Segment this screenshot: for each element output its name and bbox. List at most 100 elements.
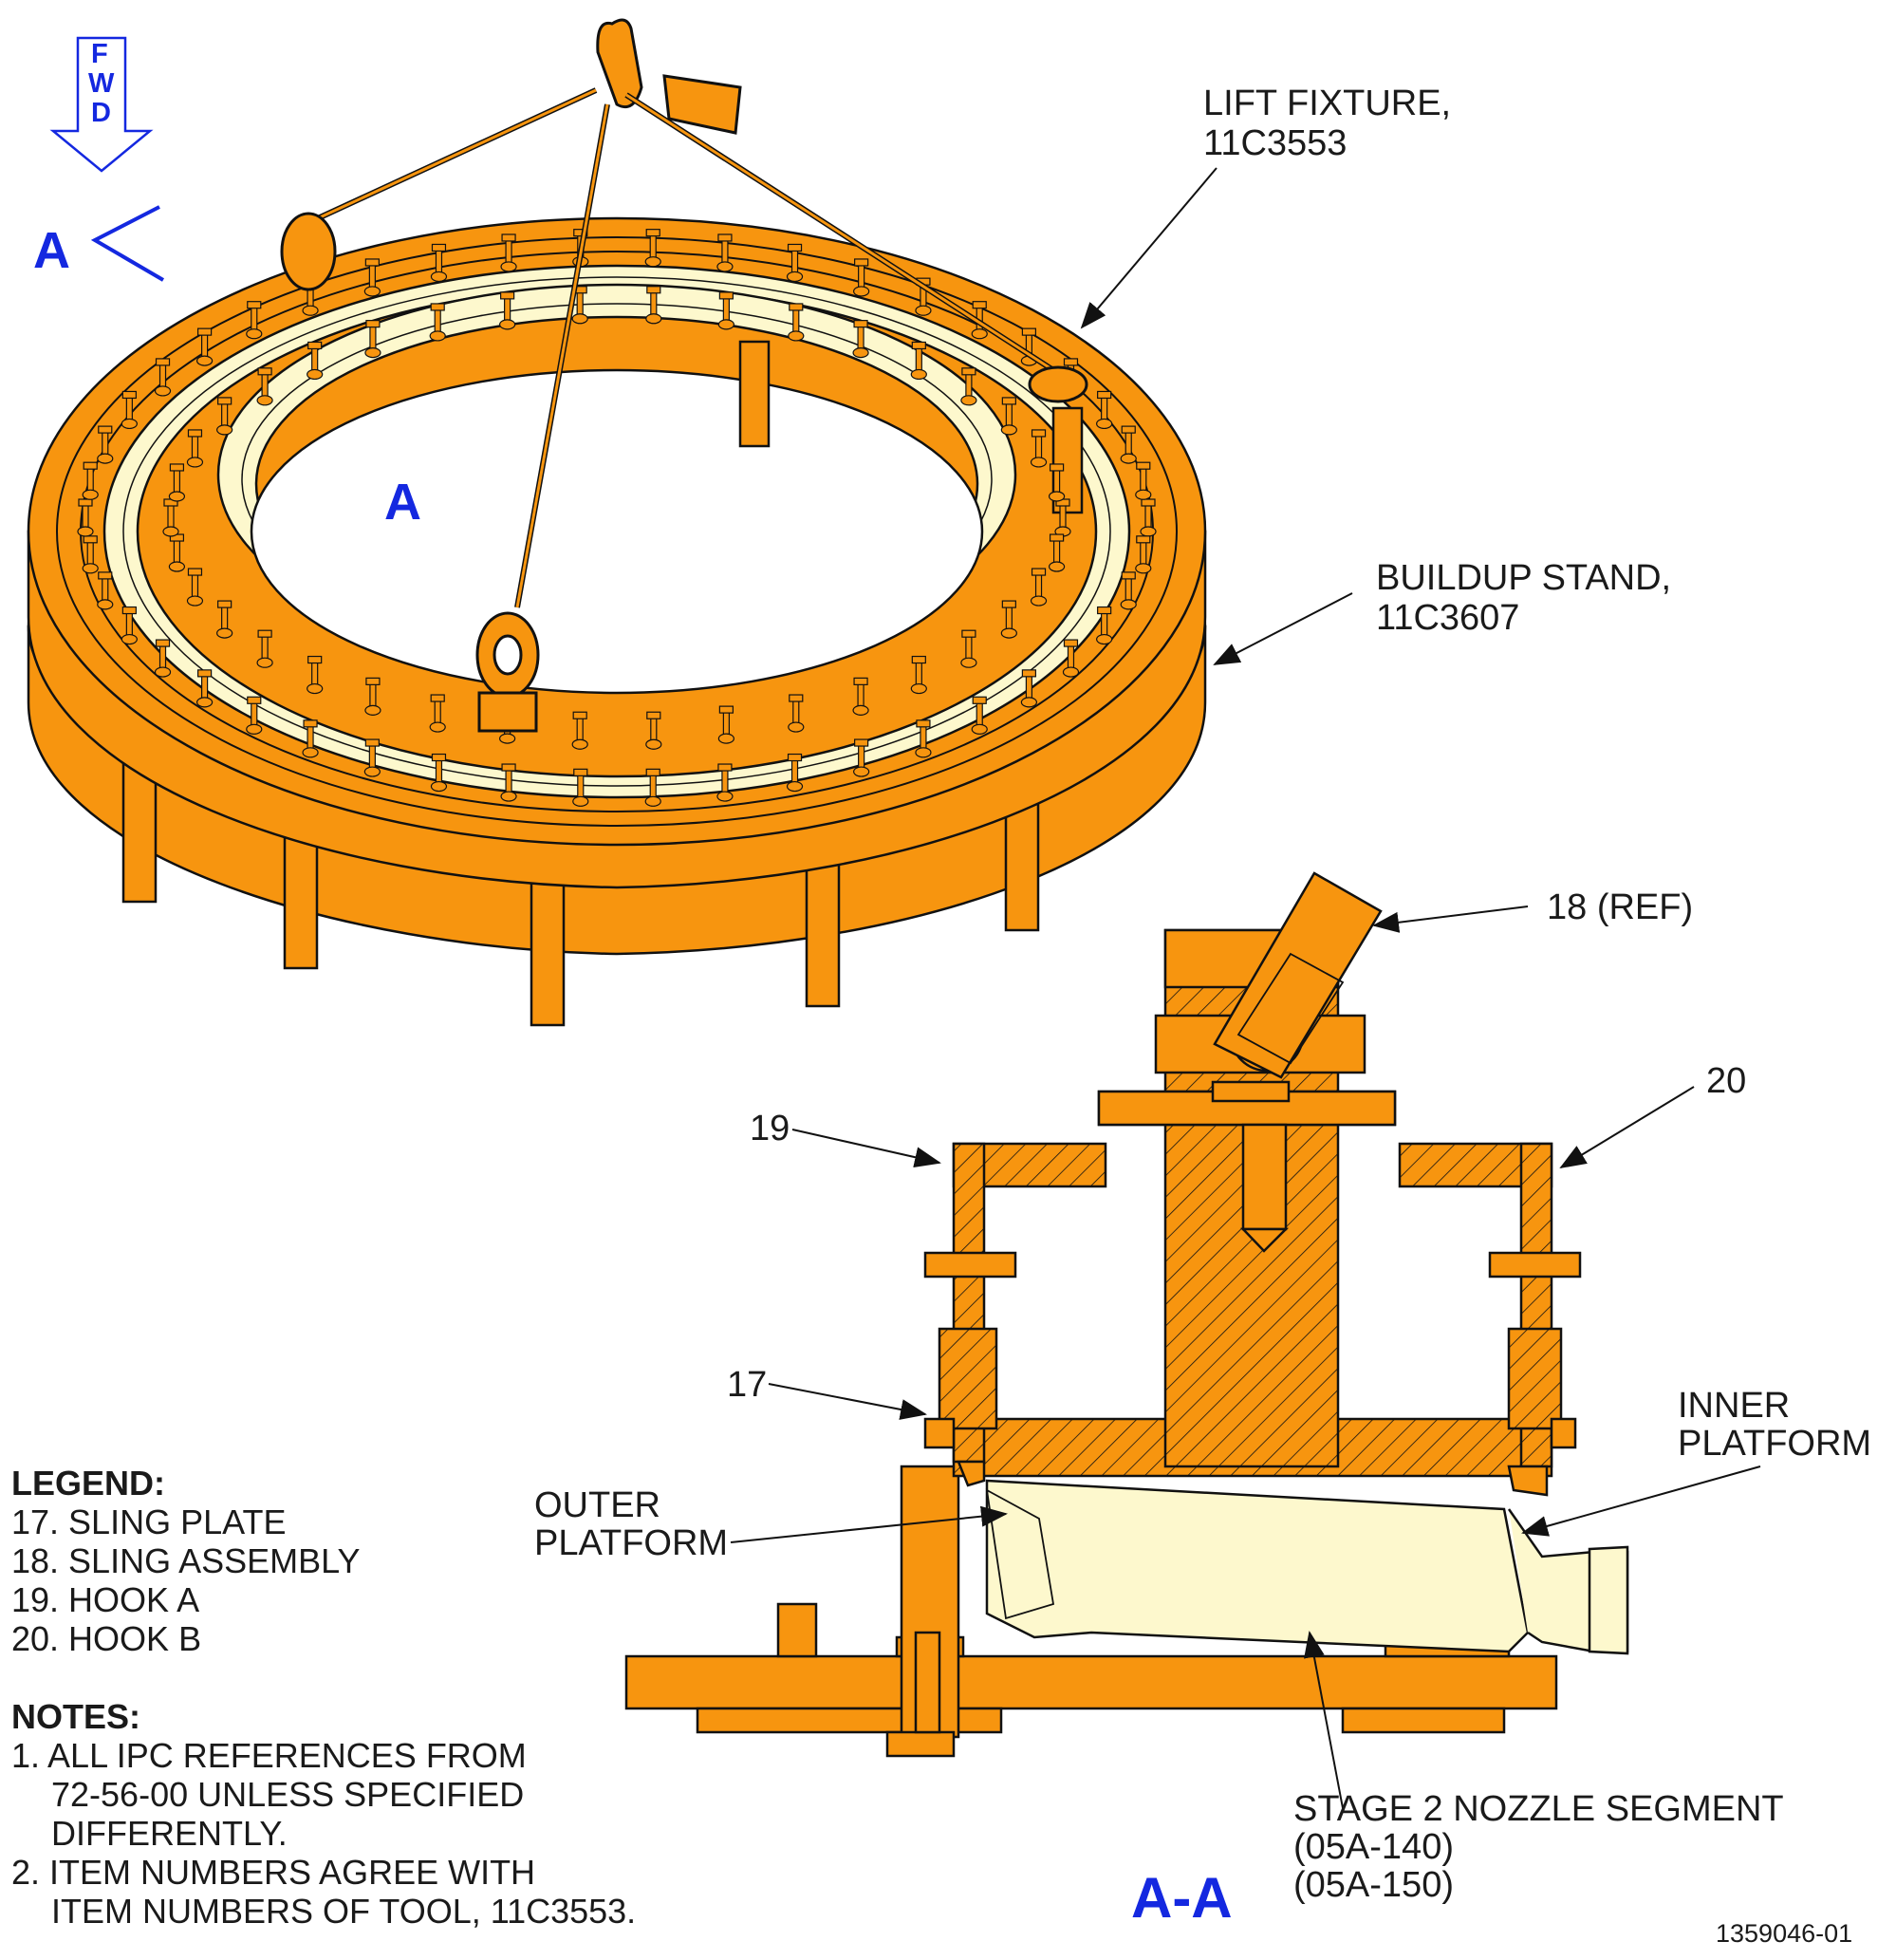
- hook-icon: [82, 461, 99, 500]
- view-a-label-middle: A: [384, 474, 421, 531]
- hook-icon: [960, 629, 977, 668]
- hook-icon: [246, 301, 263, 340]
- hook-icon: [1000, 397, 1017, 436]
- hook-icon: [121, 606, 138, 645]
- hook-icon: [216, 600, 233, 639]
- hook-icon: [572, 768, 589, 807]
- fwd-arrow-icon: [49, 36, 154, 173]
- legend-title: LEGEND:: [11, 1464, 165, 1503]
- note-2-line1: 2. ITEM NUMBERS AGREE WITH: [11, 1853, 536, 1892]
- hook-icon: [788, 303, 805, 342]
- hook-icon: [430, 243, 448, 283]
- hook-icon: [162, 498, 179, 537]
- hook-icon: [1135, 535, 1152, 574]
- hook-icon: [717, 291, 734, 330]
- hook-icon: [1135, 461, 1152, 500]
- hook-icon: [1020, 669, 1037, 708]
- hook-icon: [256, 367, 273, 406]
- hook-icon: [716, 233, 734, 272]
- hook-icon: [645, 286, 662, 325]
- hook-icon: [216, 397, 233, 436]
- hook-icon: [717, 705, 734, 744]
- hook-icon: [644, 768, 661, 807]
- hook-icon: [186, 568, 204, 607]
- hook-icon: [915, 719, 932, 758]
- callout-hook-b: 20: [1706, 1061, 1747, 1101]
- hook-icon: [1030, 568, 1048, 607]
- hook-icon: [960, 367, 977, 406]
- hook-icon: [1062, 639, 1080, 678]
- hook-icon: [97, 571, 114, 610]
- hook-icon: [246, 696, 263, 735]
- hook-icon: [1048, 463, 1066, 502]
- callout-outer-platform-line2: PLATFORM: [534, 1523, 729, 1563]
- note-1-line3: DIFFERENTLY.: [51, 1814, 288, 1853]
- legend-item: 19. HOOK A: [11, 1580, 200, 1619]
- note-1-line1: 1. ALL IPC REFERENCES FROM: [11, 1736, 527, 1775]
- hook-icon: [499, 291, 516, 330]
- hook-icon: [716, 763, 734, 802]
- callout-leaders: [730, 167, 1761, 1809]
- hook-icon: [429, 694, 446, 733]
- fwd-letter-d: D: [91, 98, 111, 128]
- hook-icon: [1000, 600, 1017, 639]
- hook-icon: [196, 669, 214, 708]
- callout-inner-platform-line1: INNER: [1678, 1386, 1791, 1426]
- callout-inner-platform-line2: PLATFORM: [1678, 1424, 1872, 1464]
- hook-icon: [196, 327, 214, 366]
- hook-icon: [910, 341, 927, 381]
- hook-icon: [500, 233, 517, 272]
- callout-nozzle-segment-line3: (05A-150): [1293, 1865, 1454, 1905]
- hook-icon: [852, 677, 869, 716]
- section-a-a-drawing: [624, 871, 1629, 1758]
- hook-icon: [168, 533, 186, 572]
- legend-item: 17. SLING PLATE: [11, 1503, 287, 1541]
- hook-icon: [1140, 498, 1157, 537]
- hook-icon: [910, 655, 927, 695]
- hook-icon: [363, 738, 381, 777]
- hook-icon: [429, 303, 446, 342]
- callout-outer-platform-line1: OUTER: [534, 1485, 660, 1525]
- hook-icon: [97, 425, 114, 464]
- view-a-cut-mark-top-left: [90, 205, 165, 282]
- hook-icon: [154, 639, 172, 678]
- hook-icon: [786, 243, 804, 283]
- hook-icon: [121, 390, 138, 430]
- callout-lift-fixture-line1: LIFT FIXTURE,: [1203, 84, 1452, 123]
- hook-icon: [645, 711, 662, 750]
- hook-icon: [853, 258, 870, 297]
- callout-buildup-stand-line1: BUILDUP STAND,: [1376, 558, 1672, 598]
- hook-icon: [1048, 533, 1066, 572]
- hook-icon: [82, 535, 99, 574]
- callout-hook-a: 19: [750, 1109, 790, 1148]
- callout-sling-ref: 18 (REF): [1547, 887, 1694, 927]
- legend-item: 20. HOOK B: [11, 1619, 202, 1658]
- section-title: A-A: [1131, 1866, 1233, 1930]
- view-a-label-top-left: A: [33, 222, 70, 279]
- hook-icon: [1096, 390, 1113, 430]
- hook-icon: [1120, 571, 1137, 610]
- notes-block: NOTES: 1. ALL IPC REFERENCES FROM 72-56-…: [11, 1697, 636, 1931]
- hook-icon: [500, 763, 517, 802]
- fwd-letter-f: F: [91, 39, 108, 69]
- callout-buildup-stand-line2: 11C3607: [1376, 598, 1520, 638]
- note-1-line2: 72-56-00 UNLESS SPECIFIED: [51, 1775, 525, 1814]
- callout-sling-plate: 17: [727, 1365, 768, 1405]
- hook-icon: [364, 320, 381, 359]
- legend-item: 18. SLING ASSEMBLY: [11, 1541, 361, 1580]
- hook-icon: [1096, 606, 1113, 645]
- hook-icon: [77, 498, 94, 537]
- hook-icon: [852, 320, 869, 359]
- hook-icon: [786, 753, 804, 793]
- hook-icon: [1030, 429, 1048, 468]
- hook-icon: [256, 629, 273, 668]
- hook-icon: [307, 341, 324, 381]
- hook-icon: [644, 229, 661, 268]
- hook-icon: [853, 738, 870, 777]
- hook-icon: [571, 711, 588, 750]
- legend-block: LEGEND: 17. SLING PLATE 18. SLING ASSEMB…: [11, 1464, 361, 1658]
- callout-lift-fixture-line2: 11C3553: [1203, 123, 1348, 163]
- callout-nozzle-segment-line2: (05A-140): [1293, 1827, 1454, 1867]
- hook-array: [77, 229, 1157, 807]
